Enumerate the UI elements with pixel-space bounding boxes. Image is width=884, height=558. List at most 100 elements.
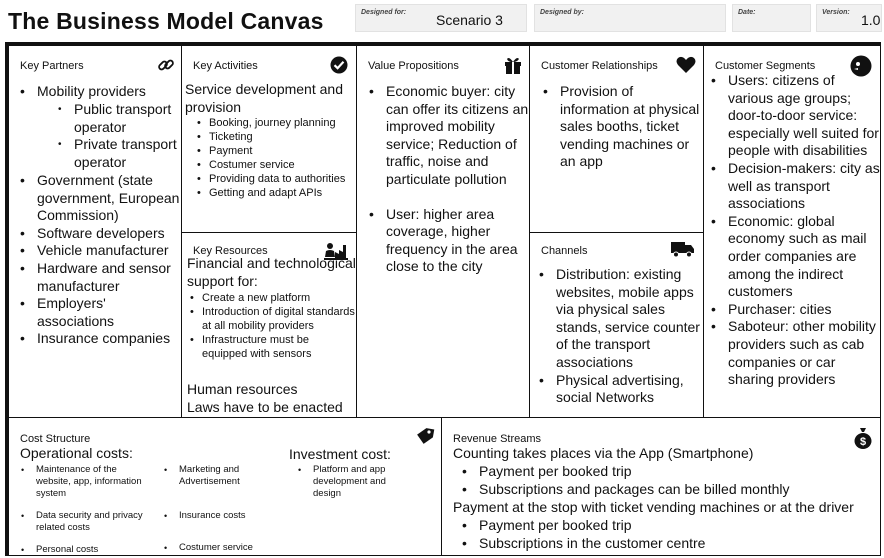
customer-segments-block: Customer Segments Users: citizens of var… <box>703 45 881 418</box>
cost-structure-block: Cost Structure Operational costs: Mainte… <box>8 417 442 556</box>
price-tag-icon <box>417 428 435 444</box>
revenue-line-2: Payment at the stop with ticket vending … <box>453 499 854 515</box>
value-propositions-list: Economic buyer: city can offer its citiz… <box>369 83 529 276</box>
key-activities-block: Key Activities Service development and p… <box>181 45 357 233</box>
list-item: Ticketing <box>197 130 356 144</box>
list-item: Employers' associations <box>20 295 181 330</box>
key-partners-title: Key Partners <box>20 60 84 72</box>
list-item: Subscriptions and packages can be billed… <box>462 481 879 499</box>
revenue-line-1: Counting takes places via the App (Smart… <box>453 445 754 461</box>
date-label: Date: <box>738 9 756 16</box>
list-item: Payment <box>197 144 356 158</box>
list-item: Marketing and Advertisement <box>164 464 279 488</box>
list-item: Private transport operator <box>58 136 181 171</box>
list-item: Saboteur: other mobility providers such … <box>711 318 880 388</box>
key-activities-title: Key Activities <box>193 60 258 72</box>
designed-for-field[interactable]: Designed for: Scenario 3 <box>355 4 527 32</box>
heart-icon <box>676 56 696 73</box>
list-item: User: higher area coverage, higher frequ… <box>369 206 529 276</box>
outro-line: Human resources <box>187 381 298 397</box>
customer-relationships-list: Provision of information at physical sal… <box>543 83 703 171</box>
investment-cost-list: Platform and app development and design <box>298 464 413 510</box>
customer-segments-title: Customer Segments <box>715 60 816 72</box>
list-item: Physical advertising, social Networks <box>539 372 703 407</box>
list-item: Personal costs <box>21 544 146 555</box>
list-item: Payment per booked trip <box>462 463 879 481</box>
value-propositions-block: Value Propositions Economic buyer: city … <box>356 45 530 418</box>
key-resources-title: Key Resources <box>193 245 268 257</box>
checkmark-icon <box>330 56 348 74</box>
list-item: Subscriptions in the customer centre <box>462 535 879 553</box>
designed-for-label: Designed for: <box>361 9 407 16</box>
list-item: Distribution: existing websites, mobile … <box>539 266 703 372</box>
operational-costs-col1: Maintenance of the website, app, informa… <box>21 464 146 555</box>
outro-line: Laws have to be enacted <box>187 398 343 415</box>
list-item: Payment per booked trip <box>462 517 879 535</box>
list-item: Users: citizens of various age groups; d… <box>711 72 880 160</box>
designed-for-value: Scenario 3 <box>436 12 503 28</box>
key-activities-intro: Service development and provision <box>185 81 343 115</box>
operational-costs-col2: Marketing and Advertisement Insurance co… <box>164 464 279 555</box>
designed-by-label: Designed by: <box>540 9 584 16</box>
list-item: Maintenance of the website, app, informa… <box>21 464 146 500</box>
key-activities-list: Booking, journey planning Ticketing Paym… <box>197 116 356 200</box>
canvas-title: The Business Model Canvas <box>8 8 324 34</box>
list-item: Providing data to authorities <box>197 172 356 186</box>
list-item: Provision of information at physical sal… <box>543 83 703 171</box>
list-item: Costumer service <box>197 158 356 172</box>
list-item: Platform and app development and design <box>298 464 413 500</box>
key-resources-block: Key Resources Financial and technologica… <box>181 232 357 418</box>
key-resources-outro: Human resources Laws have to be enacted <box>187 381 356 416</box>
worker-factory-icon <box>324 243 348 260</box>
revenue-group-2: Payment per booked trip Subscriptions in… <box>462 517 879 553</box>
investment-cost-label: Investment cost: <box>289 446 391 462</box>
version-label: Version: <box>822 9 850 16</box>
list-item: Mobility providers <box>20 83 181 101</box>
customer-relationships-title: Customer Relationships <box>541 60 658 72</box>
key-resources-intro: Financial and technological support for: <box>187 255 356 289</box>
designed-by-field[interactable]: Designed by: <box>534 4 726 32</box>
gift-icon <box>505 58 521 74</box>
list-item: Software developers <box>20 225 181 243</box>
channels-block: Channels Distribution: existing websites… <box>529 232 704 418</box>
customer-segments-list: Users: citizens of various age groups; d… <box>711 72 880 389</box>
customer-relationships-block: Customer Relationships Provision of info… <box>529 45 704 233</box>
truck-icon <box>671 242 694 258</box>
version-field[interactable]: Version: 1.0 <box>816 4 882 32</box>
list-item: Infrastructure must be equipped with sen… <box>190 333 356 361</box>
date-field[interactable]: Date: <box>732 4 811 32</box>
version-value: 1.0 <box>861 12 881 28</box>
key-resources-list: Create a new platform Introduction of di… <box>190 291 356 361</box>
channels-list: Distribution: existing websites, mobile … <box>539 266 703 407</box>
list-item: Insurance costs <box>164 510 279 522</box>
list-item: Costumer service <box>164 542 279 554</box>
list-item: Introduction of digital standards at all… <box>190 305 356 333</box>
list-item: Hardware and sensor manufacturer <box>20 260 181 295</box>
key-partners-list: Mobility providers <box>20 83 181 101</box>
list-item: Government (state government, European C… <box>20 172 181 225</box>
list-item: Decision-makers: city as well as transpo… <box>711 160 880 213</box>
operational-costs-label: Operational costs: <box>20 445 133 461</box>
list-item: Getting and adapt APIs <box>197 186 356 200</box>
key-partners-block: Key Partners Mobility providers Public t… <box>8 45 182 418</box>
key-partners-list-2: Government (state government, European C… <box>20 172 181 348</box>
cost-structure-title: Cost Structure <box>20 433 91 445</box>
revenue-streams-block: Revenue Streams $ Counting takes places … <box>441 417 881 556</box>
svg-text:$: $ <box>860 436 866 448</box>
list-item: Vehicle manufacturer <box>20 242 181 260</box>
revenue-streams-title: Revenue Streams <box>453 433 542 445</box>
list-item: Booking, journey planning <box>197 116 356 130</box>
list-item: Economic: global economy such as mail or… <box>711 213 880 301</box>
value-propositions-title: Value Propositions <box>368 60 459 72</box>
list-item: Data security and privacy related costs <box>21 510 146 534</box>
channels-title: Channels <box>541 245 588 257</box>
link-icon <box>158 59 174 71</box>
money-bag-icon: $ <box>854 428 872 449</box>
key-partners-sublist: Public transport operator Private transp… <box>58 101 181 171</box>
list-item: Insurance companies <box>20 330 181 348</box>
list-item: Public transport operator <box>58 101 181 136</box>
list-item: Economic buyer: city can offer its citiz… <box>369 83 529 189</box>
list-item: Purchaser: cities <box>711 301 880 319</box>
list-item: Create a new platform <box>190 291 356 305</box>
revenue-group-1: Payment per booked trip Subscriptions an… <box>462 463 879 499</box>
